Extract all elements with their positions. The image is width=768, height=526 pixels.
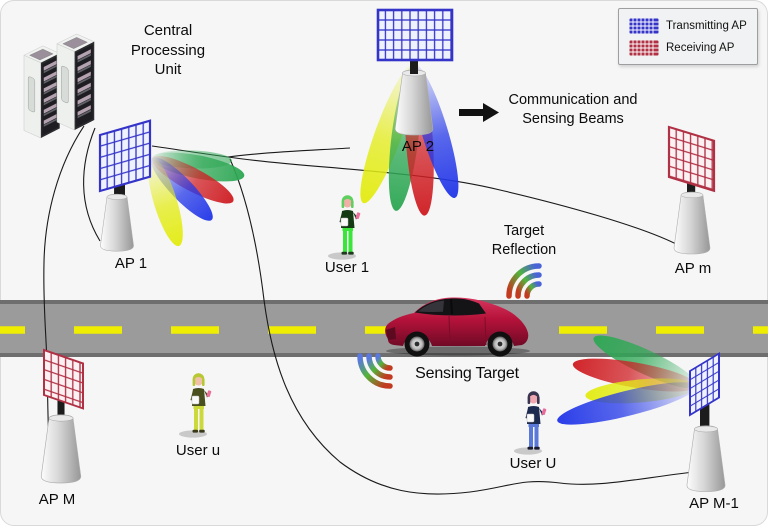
link-junction-ap2 [227, 147, 351, 158]
transmitting-ap-icon [629, 17, 659, 34]
car-sensing-target [385, 297, 530, 357]
link-junction-apm [227, 156, 681, 247]
legend-item-transmitting: Transmitting AP [619, 17, 757, 34]
ap2-antenna [376, 8, 454, 136]
arrow-icon [459, 103, 499, 122]
ap1-beams [148, 150, 245, 247]
apM1-label: AP M-1 [689, 495, 739, 512]
apM-antenna [40, 348, 84, 484]
user1-figure [328, 195, 361, 260]
apM-label: AP M [38, 491, 76, 508]
sensing-target-label: Sensing Target [415, 365, 519, 382]
link-junction-apM1 [229, 158, 695, 495]
ap1-label: AP 1 [114, 255, 148, 272]
user1-label: User 1 [324, 259, 370, 276]
cpu-servers [24, 34, 94, 138]
receiving-ap-icon [629, 39, 659, 56]
cpu-label: Central Processing Unit [130, 22, 206, 78]
link-cpu-ap1 [83, 127, 101, 242]
legend: Transmitting AP Receiving AP [618, 8, 758, 65]
user-u-figure [179, 373, 212, 438]
legend-label-transmitting: Transmitting AP [666, 19, 747, 32]
target-reflection-label: Target Reflection [491, 223, 557, 258]
legend-item-receiving: Receiving AP [619, 39, 757, 56]
apm-label: AP m [674, 260, 712, 277]
user-u-label: User u [175, 442, 221, 459]
legend-label-receiving: Receiving AP [666, 41, 735, 54]
beams-annotation: Communication and Sensing Beams [508, 92, 638, 127]
ap2-label: AP 2 [401, 138, 435, 155]
target-echo-icon [357, 353, 393, 389]
target-reflection-icon [506, 263, 542, 299]
user-U-figure [514, 391, 547, 455]
apM1-beams [557, 335, 698, 425]
apM1-antenna [686, 351, 726, 492]
ap1-antenna [98, 119, 152, 252]
user-U-label: User U [509, 455, 557, 472]
road [0, 300, 768, 357]
apm-antenna [667, 125, 716, 255]
link-cpu-apM [43, 125, 85, 465]
